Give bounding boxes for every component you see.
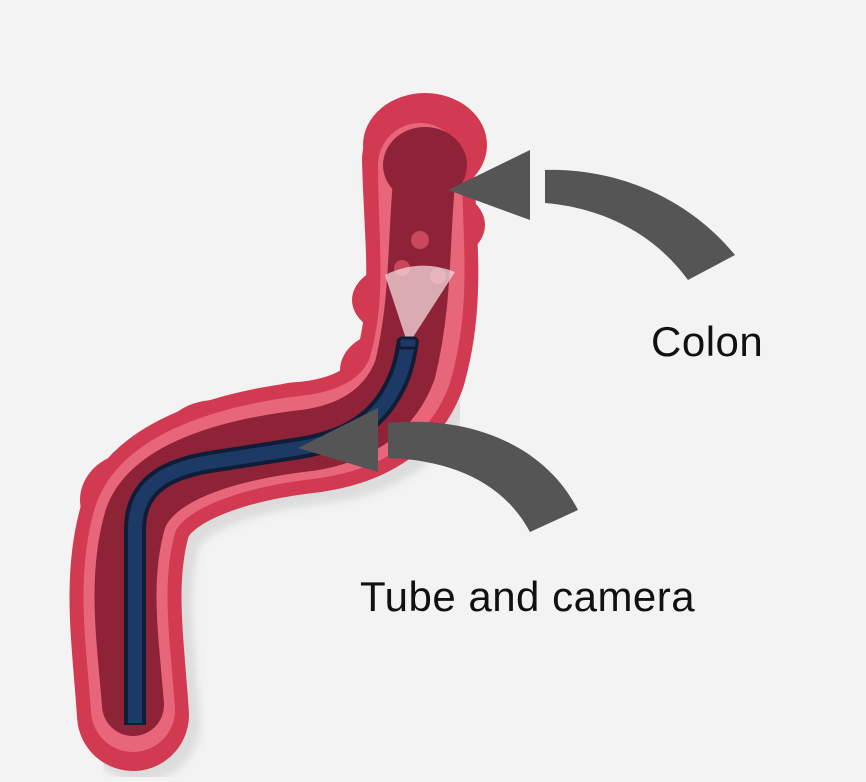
arrowhead-icon — [298, 408, 378, 472]
tube-and-camera-label: Tube and camera — [360, 573, 696, 620]
curved-arrow-icon — [545, 169, 735, 280]
tube-arrow — [298, 408, 578, 532]
arrowhead-icon — [448, 150, 530, 220]
camera-light-cone — [385, 265, 455, 345]
camera-tip — [397, 336, 419, 350]
curved-arrow-icon — [388, 421, 578, 532]
colon-label: Colon — [651, 318, 764, 365]
colon-end-cap — [383, 127, 467, 203]
colon-arrow — [448, 150, 735, 280]
